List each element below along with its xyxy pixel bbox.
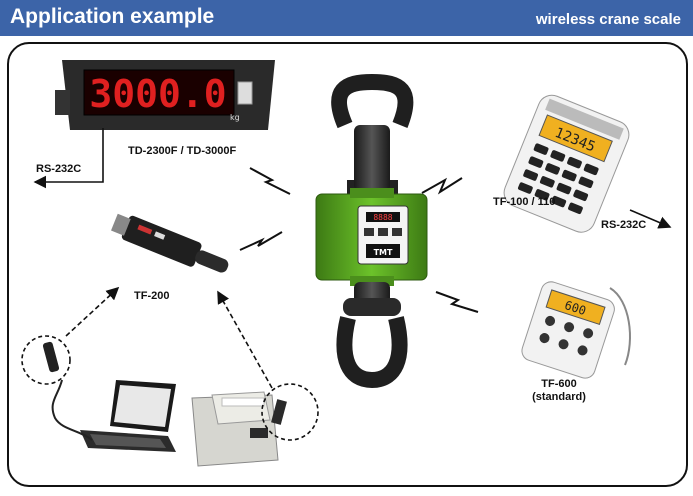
laptop-receiver-highlight — [21, 335, 71, 385]
rs232-left-arrow — [33, 128, 104, 189]
tf600-model-label: TF-600 — [541, 378, 577, 390]
large-display-unit: 3000.0 kg — [55, 60, 275, 130]
page-title: Application example — [10, 5, 215, 28]
tf200-model-label: TF-200 — [134, 290, 170, 302]
wireless-bolt-tf200 — [239, 231, 283, 251]
laptop — [80, 380, 176, 452]
usb-cable — [51, 379, 93, 441]
display-reading: 3000.0 — [89, 72, 226, 116]
laptop-receiver — [42, 341, 60, 373]
rs232-right-label: RS-232C — [601, 219, 647, 231]
display-unit: kg — [230, 113, 240, 122]
printer-receiver-highlight — [261, 383, 319, 441]
rs232-left-label: RS-232C — [36, 163, 82, 175]
dashed-arrow-laptop — [65, 286, 120, 337]
wireless-bolt-tf100 — [421, 177, 463, 195]
printer — [191, 391, 279, 467]
page-subtitle: wireless crane scale — [535, 11, 681, 28]
tf600-screen: 600 — [563, 298, 588, 318]
wireless-bolt-tf600 — [435, 291, 479, 313]
tf100-handheld: 12345 — [503, 94, 630, 233]
printer-receiver — [271, 399, 287, 425]
td-model-label: TD-2300F / TD-3000F — [128, 145, 237, 157]
wireless-bolt-display — [249, 167, 291, 195]
crane-scale: 8888 TMT — [315, 73, 428, 389]
title-banner: Application example wireless crane scale — [0, 0, 693, 36]
rs232-right-arrow — [629, 209, 672, 229]
tf600-note-label: (standard) — [532, 391, 586, 403]
dashed-arrow-printer — [217, 290, 273, 389]
tf200-dongle — [111, 213, 229, 273]
tf600-handheld: 600 — [521, 281, 631, 379]
scale-brand: TMT — [374, 248, 393, 257]
tf100-model-label: TF-100 / 110 — [493, 196, 556, 208]
scale-small-display: 8888 — [373, 213, 392, 222]
